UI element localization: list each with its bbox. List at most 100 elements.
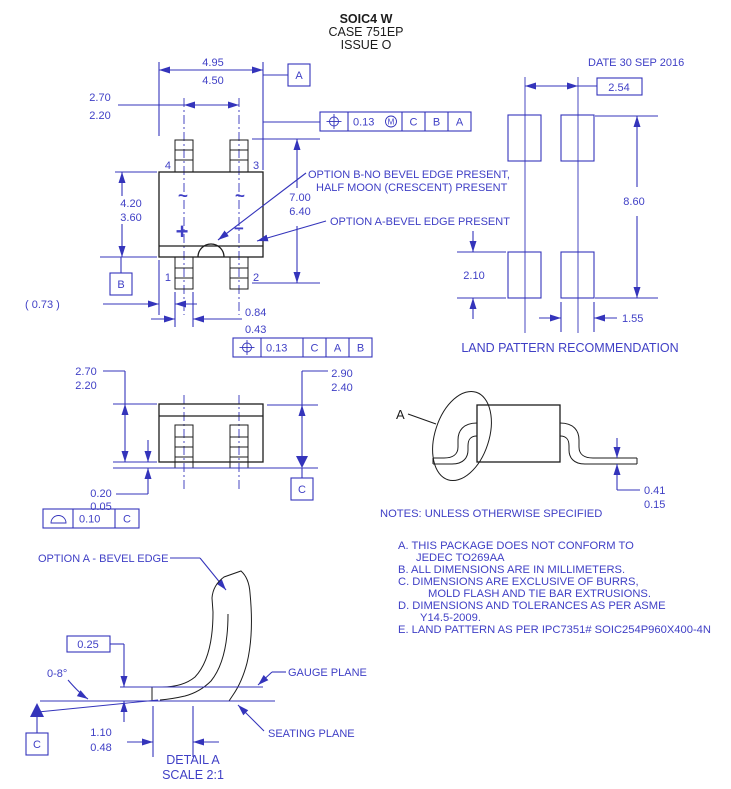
detail-a-pointer-label: A <box>396 407 405 422</box>
datum-c-detail: C <box>25 703 49 756</box>
top-view: ~ ~ + − 4 3 1 2 4.95 4.50 A 2.70 2.20 <box>25 57 510 358</box>
pad-bottom-left <box>507 251 542 299</box>
datum-b-label: B <box>117 279 124 291</box>
pin2-number: 2 <box>253 272 259 284</box>
option-callouts: OPTION B-NO BEVEL EDGE PRESENT, HALF MOO… <box>217 169 510 242</box>
ac-mark-left: ~ <box>178 186 188 205</box>
pin2-lead <box>229 256 249 290</box>
dim-width-max: 4.95 <box>202 57 223 69</box>
dim-front-left-max: 2.70 <box>75 366 96 378</box>
half-moon-symbol-icon <box>50 515 67 524</box>
top-view-centerlines <box>183 98 240 315</box>
front-view: 2.70 2.20 2.90 2.40 0.20 0.05 C 0.10 C <box>42 366 353 529</box>
pad-top-left <box>507 114 542 162</box>
notes-block: NOTES: UNLESS OTHERWISE SPECIFIED A. THI… <box>380 508 711 636</box>
dim-body-height-linework <box>100 171 157 258</box>
side-profile-view: A 0.41 0.15 <box>396 390 665 511</box>
pin4-number: 4 <box>165 160 171 172</box>
dim-pad-height: 2.10 <box>463 270 484 282</box>
detail-a-scale: SCALE 2:1 <box>162 768 224 782</box>
dim-span-max: 7.00 <box>289 192 310 204</box>
dim-width-min: 4.50 <box>202 75 223 87</box>
issue-label: ISSUE O <box>341 38 392 52</box>
position-tolerance-icon <box>326 114 342 129</box>
dim-lead-max: 0.84 <box>245 307 266 319</box>
front-view-dims-linework <box>103 370 328 495</box>
detail-a-planes <box>37 686 275 713</box>
fcf-seating-tolerance: 0.10 <box>79 514 100 526</box>
dim-front-left-min: 2.20 <box>75 380 96 392</box>
seating-plane-label: SEATING PLANE <box>268 728 355 740</box>
dim-foot-min: 0.48 <box>90 742 111 754</box>
datum-a-label: A <box>295 70 303 82</box>
pin3-lead <box>229 139 249 173</box>
fcf-bottom-d3: B <box>357 343 364 355</box>
lead-thickness-dim-linework <box>613 438 640 491</box>
fcf-bottom-d2: A <box>334 343 342 355</box>
dim-foot-max: 1.10 <box>90 727 111 739</box>
fcf-bottom: 0.13 C A B <box>232 337 373 358</box>
plus-mark: + <box>176 219 189 244</box>
option-a-callout: OPTION A-BEVEL EDGE PRESENT <box>330 216 510 228</box>
note-a-line1: A. THIS PACKAGE DOES NOT CONFORM TO <box>398 540 634 552</box>
ac-mark-right: ~ <box>235 186 245 205</box>
datum-b: B <box>109 257 133 296</box>
lead-angle-dim: 0-8° <box>47 668 89 700</box>
fcf-seating: 0.10 C <box>42 508 140 529</box>
dim-front-right-max: 2.90 <box>331 368 352 380</box>
option-b-callout-line1: OPTION B-NO BEVEL EDGE PRESENT, <box>308 169 510 181</box>
pin1-lead <box>174 256 194 290</box>
datum-c-detail-label: C <box>33 739 41 751</box>
gauge-plane-label: GAUGE PLANE <box>288 667 367 679</box>
dim-gauge-offset: 0.25 <box>77 639 98 651</box>
option-b-callout-line2: HALF MOON (CRESCENT) PRESENT <box>316 182 508 194</box>
dim-standoff-max: 0.20 <box>90 488 111 500</box>
fcf-seating-d1: C <box>123 514 131 526</box>
pin4-lead <box>174 139 194 173</box>
dim-ref-lead-linework <box>103 260 242 327</box>
land-pattern-view: 2.54 8.60 2.10 1.55 LAND PATTERN RECOMME… <box>457 77 679 355</box>
position-tolerance-icon <box>239 340 255 355</box>
dim-pattern-length: 8.60 <box>623 196 644 208</box>
dim-lead-thk-min: 0.15 <box>644 499 665 511</box>
dim-pitch-min: 2.20 <box>89 110 110 122</box>
dim-pad-width: 1.55 <box>622 313 643 325</box>
dim-lead-thk-max: 0.41 <box>644 485 665 497</box>
dim-span-linework <box>252 138 320 284</box>
case-number: CASE 751EP <box>328 25 403 39</box>
note-d-line2: Y14.5-2009. <box>420 612 481 624</box>
drawing-title: SOIC4 W <box>340 12 393 26</box>
datum-feature-triangle <box>296 456 308 468</box>
material-modifier-icon: M <box>385 115 397 128</box>
date-label: DATE 30 SEP 2016 <box>588 57 684 69</box>
fcf-top: 0.13 M C B A <box>263 111 472 132</box>
datum-a: A <box>263 63 311 87</box>
dim-standoff-min: 0.05 <box>90 501 111 513</box>
fcf-top-modifier: M <box>388 118 395 127</box>
gauge-plane-label-group: GAUGE PLANE <box>257 667 367 686</box>
pad-bottom-right <box>560 251 595 299</box>
seating-plane-label-group: SEATING PLANE <box>237 704 355 740</box>
half-moon-crescent <box>197 243 225 258</box>
dim-pitch-max: 2.70 <box>89 92 110 104</box>
front-view-body <box>158 403 264 469</box>
pin3-number: 3 <box>253 160 259 172</box>
land-pattern-linework <box>457 77 658 333</box>
datum-c-label: C <box>298 484 306 496</box>
dim-lead-angle: 0-8° <box>47 668 67 680</box>
detail-a-view: OPTION A - BEVEL EDGE GAUGE PLANE SEATIN… <box>25 553 367 782</box>
note-b: B. ALL DIMENSIONS ARE IN MILLIMETERS. <box>398 564 625 576</box>
notes-header: NOTES: UNLESS OTHERWISE SPECIFIED <box>380 508 602 520</box>
option-a-bevel-callout: OPTION A - BEVEL EDGE <box>38 553 168 565</box>
note-a-line2: JEDEC TO269AA <box>416 552 505 564</box>
fcf-top-tolerance: 0.13 <box>353 117 374 129</box>
dim-lead-min: 0.43 <box>245 324 266 336</box>
note-d-line1: D. DIMENSIONS AND TOLERANCES AS PER ASME <box>398 600 666 612</box>
pin1-number: 1 <box>165 272 171 284</box>
note-c-line2: MOLD FLASH AND TIE BAR EXTRUSIONS. <box>428 588 651 600</box>
dim-ref: ( 0.73 ) <box>25 299 60 311</box>
datum-feature-triangle <box>30 703 44 717</box>
fcf-top-d1: C <box>410 117 418 129</box>
